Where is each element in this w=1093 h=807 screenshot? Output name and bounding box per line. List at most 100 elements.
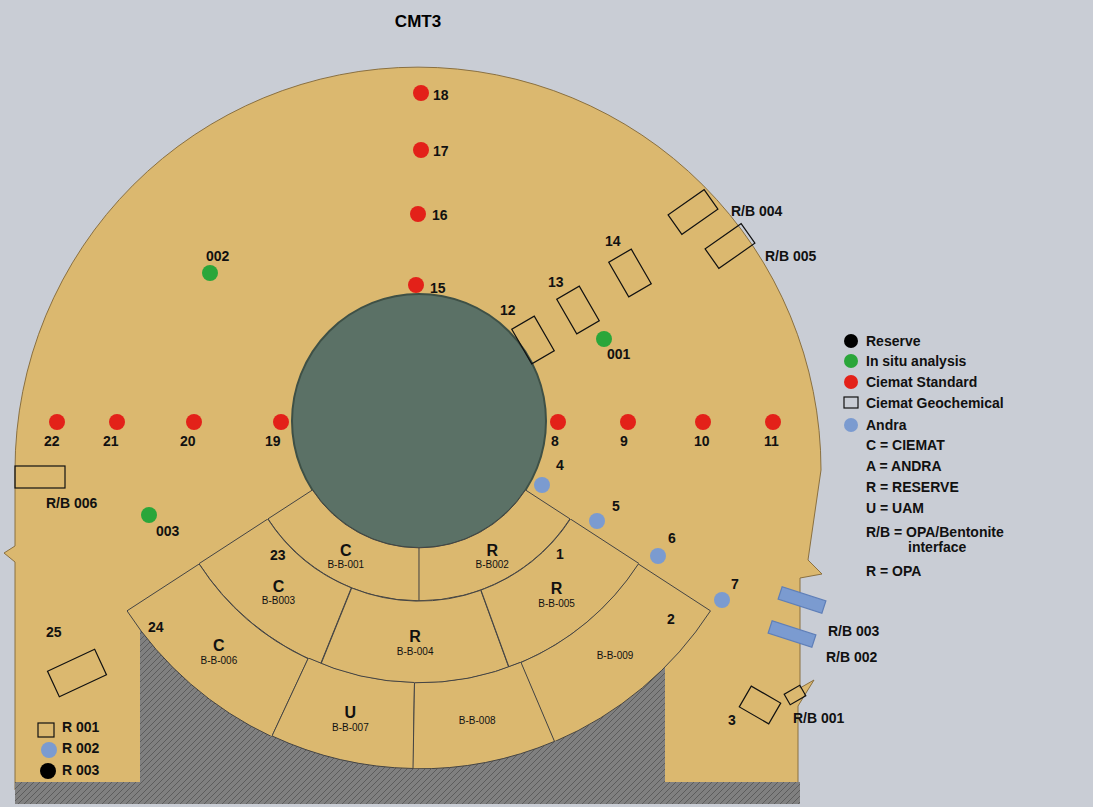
geochemical-sample (668, 190, 718, 235)
callout-number: 5 (612, 499, 620, 514)
owner-letter: U (332, 704, 369, 722)
block-code: B-B002 (476, 559, 509, 570)
sector-text: CB-B-001 (327, 542, 364, 571)
callout-number: 24 (148, 620, 164, 635)
callout-number: 13 (548, 275, 564, 290)
callout-number: 20 (180, 434, 196, 449)
callout-number: 23 (270, 548, 286, 563)
block-code: B-B-001 (327, 559, 364, 570)
sample-dot (695, 414, 711, 430)
block-code: B-B-007 (332, 721, 369, 732)
legend-note: R/B = OPA/Bentonite interface (866, 525, 1058, 556)
block-code: B-B-006 (201, 654, 238, 665)
geochemical-sample (778, 587, 826, 614)
block-code: B-B003 (262, 595, 295, 606)
legend-swatch (842, 353, 860, 369)
legend-text: Ciemat Geochemical (866, 395, 1004, 411)
bentonite-block: C B-B-006 (127, 564, 308, 737)
sample-dot (589, 513, 605, 529)
legend-swatch (842, 374, 860, 390)
callout-number: 21 (103, 434, 119, 449)
callout-number: 15 (430, 281, 446, 296)
callout-number: 001 (607, 347, 630, 362)
owner-letter: R (476, 542, 509, 560)
callout-number: 22 (44, 434, 60, 449)
geochemical-sample (784, 685, 806, 704)
callout-number: 18 (433, 88, 449, 103)
sample-dot (620, 414, 636, 430)
geochemical-sample (557, 286, 600, 334)
sector-text: RB-B002 (476, 542, 509, 571)
owner-letter: R (538, 580, 575, 598)
callout-number: 3 (728, 713, 736, 728)
sector-text: CB-B003 (262, 577, 295, 606)
sample-dot (534, 477, 550, 493)
callout-number: 003 (156, 524, 179, 539)
callout-number: R 003 (62, 763, 99, 778)
callout-number: 11 (764, 434, 779, 449)
legend-text: Andra (866, 417, 906, 433)
callout-number: 4 (556, 458, 564, 473)
callout-number: 7 (731, 577, 739, 592)
legend-note: R = OPA (866, 564, 921, 579)
block-code: B-B-005 (538, 597, 575, 608)
legend-swatch (842, 417, 860, 433)
bentonite-block: UB-B-007 (272, 658, 414, 768)
legend-item: Andra (842, 417, 906, 433)
diagram-title: CMT3 (395, 12, 441, 32)
callout-number: 002 (206, 249, 229, 264)
geochemical-sample (705, 224, 755, 269)
callout-number: 9 (620, 434, 628, 449)
callout-number: 17 (433, 144, 449, 159)
sample-dot (550, 414, 566, 430)
callout-number: R/B 002 (826, 650, 877, 665)
sector-text: UB-B-007 (332, 704, 369, 733)
callout-number: R 001 (62, 720, 99, 735)
callout-number: 6 (668, 531, 676, 546)
callout-number: R/B 003 (828, 624, 879, 639)
sample-dot (596, 331, 612, 347)
sample-dot (49, 414, 65, 430)
sample-dot (650, 548, 666, 564)
callout-number: 14 (605, 234, 621, 249)
central-core (292, 294, 546, 548)
callout-number: 8 (551, 434, 559, 449)
owner-letter: C (262, 577, 295, 595)
owner-letter: C (327, 542, 364, 560)
geochemical-sample (609, 249, 652, 297)
block-code: B-B-008 (459, 715, 496, 726)
bentonite-block: RB-B-004 (321, 588, 509, 683)
sample-dot (413, 142, 429, 158)
legend-text: In situ analysis (866, 353, 966, 369)
callout-number: R/B 004 (731, 204, 782, 219)
legend-swatch (842, 333, 860, 349)
sample-dot (410, 206, 426, 222)
floor-strip (15, 782, 800, 804)
sample-dot (714, 592, 730, 608)
sample-dot (41, 742, 57, 758)
geochemical-sample (48, 649, 107, 696)
sample-dot (765, 414, 781, 430)
geochemical-sample (768, 621, 816, 648)
sector-text: CB-B-006 (201, 637, 238, 666)
sample-dot (40, 763, 56, 779)
block-code: B-B-004 (397, 645, 434, 656)
callout-number: 1 (556, 547, 564, 562)
sample-dot (408, 277, 424, 293)
callout-number: R/B 001 (793, 711, 844, 726)
geochemical-sample (15, 466, 65, 488)
geochemical-sample (512, 316, 555, 364)
legend-item: In situ analysis (842, 353, 966, 369)
sector-text: B-B-009 (597, 649, 634, 660)
callout-number: R/B 005 (765, 249, 816, 264)
legend-note: U = UAM (866, 501, 924, 516)
bentonite-block: B-B-009 (521, 564, 710, 742)
callout-number: 12 (500, 303, 516, 318)
sample-dot (202, 265, 218, 281)
geochemical-sample (739, 686, 780, 724)
legend-item: Reserve (842, 333, 921, 349)
legend-text: Ciemat Standard (866, 374, 977, 390)
sector-text: RB-B-004 (397, 628, 434, 657)
sector-text: RB-B-005 (538, 580, 575, 609)
legend-item: Ciemat Standard (842, 374, 977, 390)
